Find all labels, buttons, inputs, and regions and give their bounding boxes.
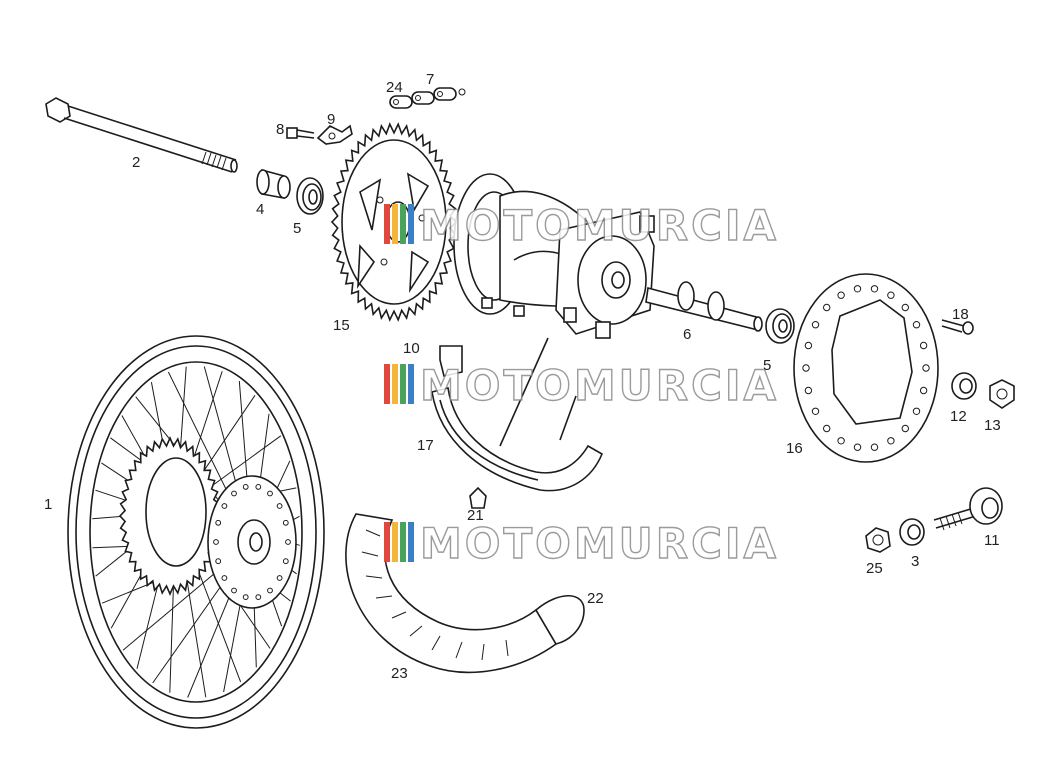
watermark-text: MOTOMURCIA	[420, 519, 779, 568]
hole	[887, 437, 895, 445]
part-bearing-right	[765, 308, 795, 344]
part-spacer	[256, 168, 291, 199]
watermark-top: MOTOMURCIA	[384, 200, 779, 251]
hole	[276, 575, 283, 581]
hole	[804, 341, 813, 350]
hole	[242, 484, 249, 490]
hole	[811, 321, 820, 329]
hole	[853, 285, 862, 293]
label-9: 9	[327, 111, 335, 128]
label-18: 18	[952, 306, 969, 323]
part-washer-12	[951, 372, 977, 400]
part-washer-3	[899, 518, 925, 546]
part-wheel	[67, 335, 325, 729]
label-16: 16	[786, 440, 803, 457]
hole	[215, 519, 222, 526]
label-10: 10	[403, 340, 420, 357]
label-13: 13	[984, 417, 1001, 434]
hole	[802, 364, 810, 372]
label-12: 12	[950, 408, 967, 425]
part-hub-shaft	[645, 281, 763, 332]
label-3: 3	[911, 553, 919, 570]
hole	[919, 341, 928, 350]
wheel-disc-holes	[213, 484, 291, 600]
hole	[267, 490, 273, 497]
axle-thread	[201, 151, 227, 171]
disc-holes	[802, 285, 930, 451]
hole	[901, 424, 909, 433]
hole	[231, 587, 237, 594]
watermark-text: MOTOMURCIA	[420, 201, 779, 250]
hole	[853, 443, 862, 451]
hole	[912, 407, 921, 415]
part-adjuster-11	[933, 487, 1003, 531]
hole	[912, 321, 921, 329]
part-brake-disc	[793, 273, 939, 463]
label-21: 21	[467, 507, 484, 524]
label-25: 25	[866, 560, 883, 577]
hole	[231, 490, 237, 497]
hole	[282, 519, 289, 526]
watermark-middle: MOTOMURCIA	[384, 360, 779, 411]
label-6: 6	[683, 326, 691, 343]
hole	[837, 291, 845, 299]
label-2: 2	[132, 154, 140, 171]
hole	[901, 303, 909, 312]
part-lock-plate-9	[316, 124, 353, 145]
label-23: 23	[391, 665, 408, 682]
label-15: 15	[333, 317, 350, 334]
hole	[221, 503, 228, 509]
hole	[823, 424, 831, 433]
part-valve-21	[469, 486, 487, 509]
label-7: 7	[426, 71, 434, 88]
hole	[242, 594, 249, 600]
part-hub	[453, 173, 655, 339]
hole	[213, 539, 219, 545]
label-1: 1	[44, 496, 52, 513]
hole	[811, 407, 820, 415]
hole	[823, 303, 831, 312]
hole	[804, 386, 813, 395]
watermark-text: MOTOMURCIA	[420, 361, 779, 410]
label-11: 11	[984, 532, 1000, 549]
hole	[282, 558, 289, 565]
part-bolt-18	[941, 319, 974, 335]
hole	[922, 364, 930, 372]
hole	[267, 587, 273, 594]
part-brake-shoe-17	[431, 337, 604, 492]
label-5a: 5	[293, 220, 301, 237]
label-22: 22	[587, 590, 604, 607]
hole	[870, 443, 879, 451]
hole	[887, 291, 895, 299]
label-5b: 5	[763, 357, 771, 374]
part-tube-22	[534, 595, 585, 645]
part-bolt-8	[286, 127, 315, 139]
hole	[255, 484, 262, 490]
hole	[285, 539, 291, 545]
hole	[870, 285, 879, 293]
label-24: 24	[386, 79, 403, 96]
label-4: 4	[256, 201, 264, 218]
part-clip-10	[439, 345, 463, 377]
part-nut-13	[989, 379, 1015, 409]
hole	[215, 558, 222, 565]
hole	[837, 437, 845, 445]
label-8: 8	[276, 121, 284, 138]
part-nut-25	[865, 527, 891, 553]
part-bearing-left	[296, 177, 324, 215]
watermark-bottom: MOTOMURCIA	[384, 518, 779, 569]
hole	[255, 594, 262, 600]
hole	[221, 575, 228, 581]
hole	[919, 386, 928, 395]
part-labels: 1 2 3 4 5 5 6 7 8 9 10 11 12 13 15 16 17…	[44, 71, 1001, 682]
hole	[276, 503, 283, 509]
part-chain-links	[389, 87, 466, 109]
label-17: 17	[417, 437, 434, 454]
part-axle	[45, 97, 238, 173]
